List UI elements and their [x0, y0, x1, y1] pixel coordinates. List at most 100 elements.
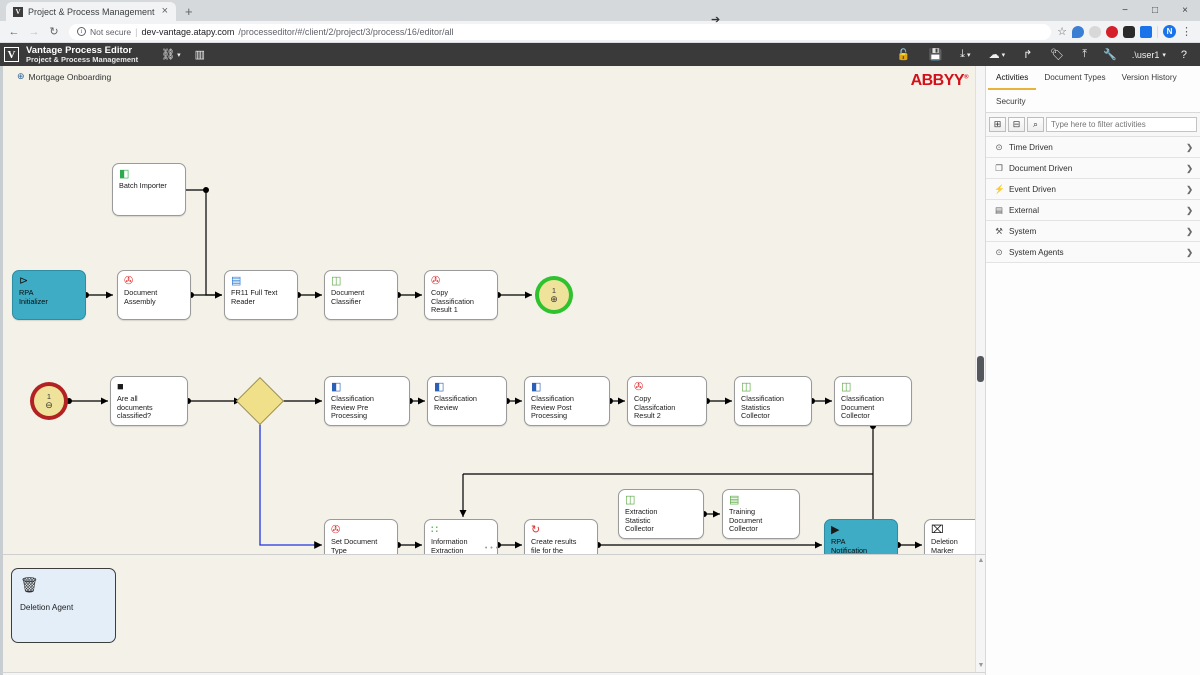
toolbar-divider	[1157, 25, 1158, 38]
circle-extension-icon[interactable]	[1089, 25, 1101, 38]
node-extraction-statistic-collector[interactable]: ◫Extraction Statistic Collector	[618, 489, 704, 539]
omnibox-divider: |	[135, 26, 138, 37]
activity-category-list: ⊙Time Driven❯❐Document Driven❯⚡Event Dri…	[986, 137, 1200, 263]
tab-activities[interactable]: Activities	[988, 66, 1037, 90]
node-information-extraction[interactable]: ∷Information Extraction	[424, 519, 498, 554]
app-header: V Vantage Process Editor Project & Proce…	[0, 43, 1200, 66]
wrench-icon: 🔧	[1103, 49, 1117, 61]
new-tab-button[interactable]: +	[185, 4, 193, 19]
settings-button[interactable]: 🔧	[1096, 43, 1124, 66]
tab-document-types[interactable]: Document Types	[1044, 73, 1106, 82]
node-classification-review-pre-processing[interactable]: ◧Classification Review Pre Processing	[324, 376, 410, 426]
agent-card-deletion-agent[interactable]: 🗑 Deletion Agent	[11, 568, 116, 643]
publish-cloud-button[interactable]: ☁▾	[980, 43, 1015, 66]
start-event-1[interactable]: 1 ⊖	[30, 382, 68, 420]
cat-time-driven[interactable]: ⊙Time Driven❯	[986, 137, 1200, 158]
node-label: RPA Notification	[831, 537, 868, 554]
node-set-document-type[interactable]: ✇Set Document Type	[324, 519, 398, 554]
forward-icon[interactable]: →	[28, 25, 40, 38]
browser-tab[interactable]: V Project & Process Management ×	[6, 2, 176, 21]
canvas-vertical-scrollbar[interactable]	[975, 66, 985, 554]
url-path: /processeditor/#/client/2/project/3/proc…	[238, 26, 454, 37]
cat-external[interactable]: ▤External❯	[986, 200, 1200, 221]
scroll-up-icon[interactable]: ▲	[977, 557, 985, 564]
end-event-1[interactable]: 1 ⊕	[535, 276, 573, 314]
tag-button[interactable]: 🏷	[1041, 43, 1073, 66]
glasses-extension-icon[interactable]	[1123, 25, 1135, 38]
mouse-cursor: ➔	[711, 14, 721, 26]
node-deletion-marker[interactable]: ⌧Deletion Marker	[924, 519, 985, 554]
close-window-icon[interactable]: ×	[1182, 5, 1188, 16]
reload-icon[interactable]: ↻	[49, 26, 59, 38]
hierarchy-button[interactable]: ⛓ ▾	[154, 43, 187, 66]
cat-event-driven[interactable]: ⚡Event Driven❯	[986, 179, 1200, 200]
collapse-all-button[interactable]: ⊟	[1008, 117, 1025, 132]
node-label: Classification Review Post Processing	[531, 394, 574, 421]
node-batch-importer[interactable]: ◧Batch Importer	[112, 163, 186, 216]
maximize-icon[interactable]: □	[1151, 5, 1159, 16]
bookmark-star-icon[interactable]: ☆	[1057, 26, 1067, 38]
security-label: Not secure	[90, 26, 132, 37]
agent-vertical-scrollbar[interactable]: ▲ ▼	[975, 555, 985, 672]
agent-panel[interactable]: 🗑 Deletion Agent ▲ ▼	[0, 554, 985, 672]
scroll-down-icon[interactable]: ▼	[977, 662, 985, 669]
minimize-icon[interactable]: −	[1122, 5, 1128, 16]
node-training-document-collector[interactable]: ▤Training Document Collector	[722, 489, 800, 539]
save-button[interactable]: 💾	[919, 43, 951, 66]
classification-review-icon: ◧	[434, 381, 445, 393]
upload-button[interactable]: ⤒	[1073, 43, 1096, 66]
play-extension-icon[interactable]	[1140, 25, 1152, 38]
tab-version-history[interactable]: Version History	[1121, 73, 1177, 82]
node-classification-review-post-processing[interactable]: ◧Classification Review Post Processing	[524, 376, 610, 426]
abbyy-logo: ABBYY®	[910, 72, 969, 89]
profile-avatar[interactable]: N	[1163, 25, 1176, 38]
cat-system[interactable]: ⚒System❯	[986, 221, 1200, 242]
cloud-icon: ☁	[988, 49, 1000, 61]
node-create-results-file-for-the-rpa[interactable]: ↻Create results file for the RPA	[524, 519, 598, 554]
extraction-statistic-collector-icon: ◫	[625, 494, 636, 506]
search-icon[interactable]: ⌕	[1027, 117, 1044, 132]
canvas-splitter-handle[interactable]: •••	[484, 544, 502, 552]
cat-system-agents[interactable]: ⊙System Agents❯	[986, 242, 1200, 263]
help-button[interactable]: ?	[1174, 43, 1194, 66]
node-label: Document Assembly	[124, 288, 158, 306]
filter-input[interactable]	[1046, 117, 1197, 132]
trash-icon: 🗑	[20, 577, 40, 594]
node-document-assembly[interactable]: ✇Document Assembly	[117, 270, 191, 320]
close-icon[interactable]: ×	[161, 5, 168, 17]
node-document-classifier[interactable]: ◫Document Classifier	[324, 270, 398, 320]
unlock-button[interactable]: 🔓	[888, 43, 920, 66]
node-rpa-initializer[interactable]: ⊳RPA Initializer	[12, 270, 86, 320]
address-bar[interactable]: i Not secure | dev-vantage.atapy.com/pro…	[69, 23, 1052, 40]
node-label: RPA Initializer	[19, 288, 48, 306]
node-fr11-full-text-reader[interactable]: ▤FR11 Full Text Reader	[224, 270, 298, 320]
browser-tab-strip: V Project & Process Management × + − □ ×	[0, 0, 1200, 21]
node-are-all-documents-classified[interactable]: ■Are all documents classified?	[110, 376, 188, 426]
breadcrumb: ▤ ABBYY / ⚙ Skills / ⛓ Mortgage Onboardi…	[0, 672, 985, 675]
cat-document-driven-icon: ❐	[995, 162, 1003, 173]
node-classification-statistic-collector[interactable]: ◫Classification Statistics Collector	[734, 376, 812, 426]
canvas-scroll-thumb[interactable]	[977, 356, 984, 382]
node-copy-classification-result-1[interactable]: ✇Copy Classification Result 1	[424, 270, 498, 320]
panels-button[interactable]: ▥	[188, 43, 212, 66]
site-info-icon[interactable]: i	[77, 27, 86, 36]
cat-system-icon: ⚒	[995, 225, 1003, 236]
expand-all-button[interactable]: ⊞	[989, 117, 1006, 132]
adblock-extension-icon[interactable]	[1106, 25, 1118, 38]
document-assembly-icon: ✇	[124, 275, 134, 287]
browser-menu-icon[interactable]: ⋮	[1181, 26, 1192, 38]
tab-security[interactable]: Security	[996, 97, 1026, 106]
node-classification-review[interactable]: ◧Classification Review	[427, 376, 507, 426]
process-canvas[interactable]: ⊕ Mortgage Onboarding ABBYY®	[0, 66, 985, 554]
import-button[interactable]: ⤓▾	[951, 43, 979, 66]
drop-extension-icon[interactable]	[1072, 25, 1084, 38]
node-copy-classification-result-2[interactable]: ✇Copy Classifcation Result 2	[627, 376, 707, 426]
cat-document-driven[interactable]: ❐Document Driven❯	[986, 158, 1200, 179]
node-label: Classification Statistics Collector	[741, 394, 784, 421]
back-icon[interactable]: ←	[8, 25, 20, 38]
url-host: dev-vantage.atapy.com	[141, 26, 235, 37]
export-button[interactable]: ↱	[1014, 43, 1041, 66]
node-classification-document-collector[interactable]: ◫Classification Document Collector	[834, 376, 912, 426]
node-rpa-notification[interactable]: ▶RPA Notification	[824, 519, 898, 554]
user-menu[interactable]: .\user1 ▾	[1124, 50, 1174, 60]
